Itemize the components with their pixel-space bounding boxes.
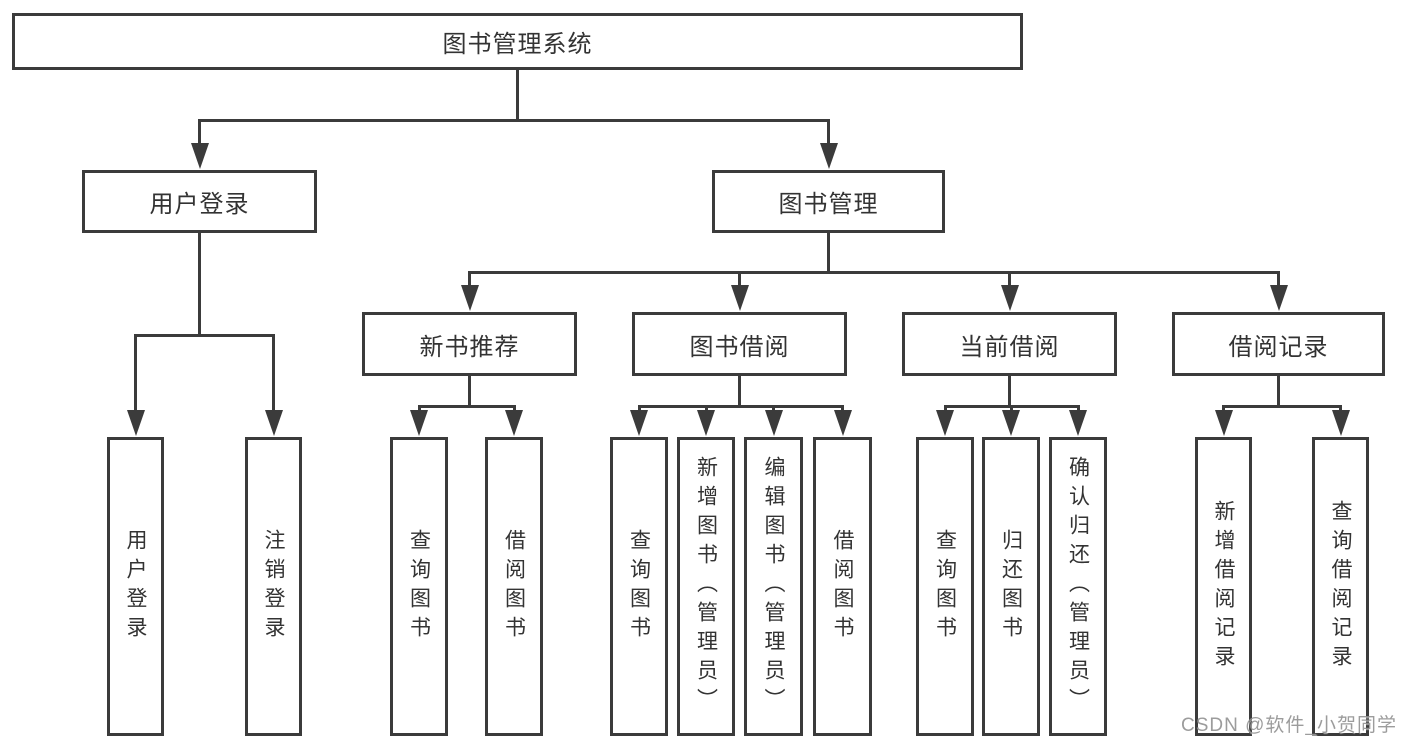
node-leaf-borrow-books-label: 借阅图书 — [502, 528, 526, 645]
connector-line — [198, 233, 201, 335]
node-book-management: 图书管理 — [712, 170, 945, 233]
node-leaf-edit-book-admin: 编辑图书（管理员） — [744, 437, 803, 736]
connector-line — [417, 404, 516, 408]
node-book-borrowing: 图书借阅 — [632, 312, 847, 376]
arrowhead-icon — [1214, 410, 1233, 436]
node-leaf-query-books-label: 查询图书 — [933, 528, 957, 645]
node-borrowing-records-label: 借阅记录 — [1228, 333, 1329, 361]
arrowhead-icon — [819, 143, 838, 169]
arrowhead-icon — [1000, 285, 1019, 311]
arrowhead-icon — [1069, 410, 1087, 436]
node-leaf-query-books-label: 查询图书 — [627, 528, 651, 645]
arrowhead-icon — [730, 285, 749, 311]
connector-line — [198, 118, 830, 122]
node-leaf-query-books: 查询图书 — [390, 437, 448, 736]
node-leaf-logout: 注销登录 — [245, 437, 302, 736]
node-library-management-system: 图书管理系统 — [12, 13, 1023, 70]
connector-line — [134, 335, 137, 415]
connector-line — [198, 120, 201, 148]
node-new-book-recommendation: 新书推荐 — [362, 312, 577, 376]
arrowhead-icon — [505, 410, 523, 436]
node-leaf-query-books: 查询图书 — [916, 437, 974, 736]
arrowhead-icon — [190, 143, 209, 169]
connector-line — [468, 270, 1280, 274]
arrowhead-icon — [630, 410, 648, 436]
node-leaf-user-login: 用户登录 — [107, 437, 164, 736]
node-leaf-query-books: 查询图书 — [610, 437, 668, 736]
node-leaf-confirm-return-admin: 确认归还（管理员） — [1049, 437, 1107, 736]
connector-line — [272, 335, 275, 415]
arrowhead-icon — [1002, 410, 1020, 436]
node-leaf-edit-book-admin-label: 编辑图书（管理员） — [762, 456, 785, 717]
connector-line — [637, 404, 844, 408]
node-leaf-confirm-return-admin-label: 确认归还（管理员） — [1066, 456, 1090, 717]
arrowhead-icon — [1331, 410, 1350, 436]
node-leaf-query-borrow-record: 查询借阅记录 — [1312, 437, 1369, 736]
arrowhead-icon — [460, 285, 479, 311]
node-leaf-return-book-label: 归还图书 — [999, 528, 1023, 645]
node-borrowing-records: 借阅记录 — [1172, 312, 1385, 376]
connector-line — [468, 376, 471, 406]
node-leaf-query-borrow-record-label: 查询借阅记录 — [1329, 499, 1352, 674]
node-leaf-logout-label: 注销登录 — [262, 528, 285, 645]
connector-line — [516, 70, 519, 120]
node-leaf-add-borrow-record: 新增借阅记录 — [1195, 437, 1252, 736]
arrowhead-icon — [833, 410, 852, 436]
node-book-management-label: 图书管理 — [778, 191, 879, 218]
node-leaf-borrow-books-label: 借阅图书 — [831, 528, 854, 645]
connector-line — [1222, 404, 1342, 408]
node-leaf-borrow-books: 借阅图书 — [813, 437, 872, 736]
node-library-management-system-label: 图书管理系统 — [442, 31, 593, 58]
node-user-login: 用户登录 — [82, 170, 317, 233]
node-leaf-add-book-admin: 新增图书（管理员） — [677, 437, 735, 736]
connector-line — [1277, 272, 1280, 290]
node-user-login-label: 用户登录 — [149, 191, 250, 218]
node-leaf-user-login-label: 用户登录 — [124, 528, 147, 645]
arrowhead-icon — [697, 410, 715, 436]
node-new-book-recommendation-label: 新书推荐 — [419, 333, 520, 361]
connector-line — [827, 120, 830, 148]
arrowhead-icon — [936, 410, 954, 436]
connector-line — [827, 233, 830, 272]
connector-line — [1008, 272, 1011, 290]
connector-line — [468, 272, 471, 290]
connector-line — [738, 376, 741, 406]
node-leaf-add-book-admin-label: 新增图书（管理员） — [694, 456, 718, 717]
node-current-borrowing-label: 当前借阅 — [959, 333, 1060, 361]
connector-line — [1277, 376, 1280, 406]
arrowhead-icon — [410, 410, 428, 436]
node-leaf-add-borrow-record-label: 新增借阅记录 — [1212, 499, 1235, 674]
node-leaf-return-book: 归还图书 — [982, 437, 1040, 736]
connector-line — [738, 272, 741, 290]
node-leaf-borrow-books: 借阅图书 — [485, 437, 543, 736]
arrowhead-icon — [264, 410, 283, 436]
arrowhead-icon — [126, 410, 145, 436]
arrowhead-icon — [1269, 285, 1288, 311]
connector-line — [1008, 376, 1011, 406]
node-leaf-query-books-label: 查询图书 — [407, 528, 431, 645]
arrowhead-icon — [764, 410, 783, 436]
connector-line — [134, 333, 275, 337]
node-book-borrowing-label: 图书借阅 — [689, 333, 790, 361]
node-current-borrowing: 当前借阅 — [902, 312, 1117, 376]
